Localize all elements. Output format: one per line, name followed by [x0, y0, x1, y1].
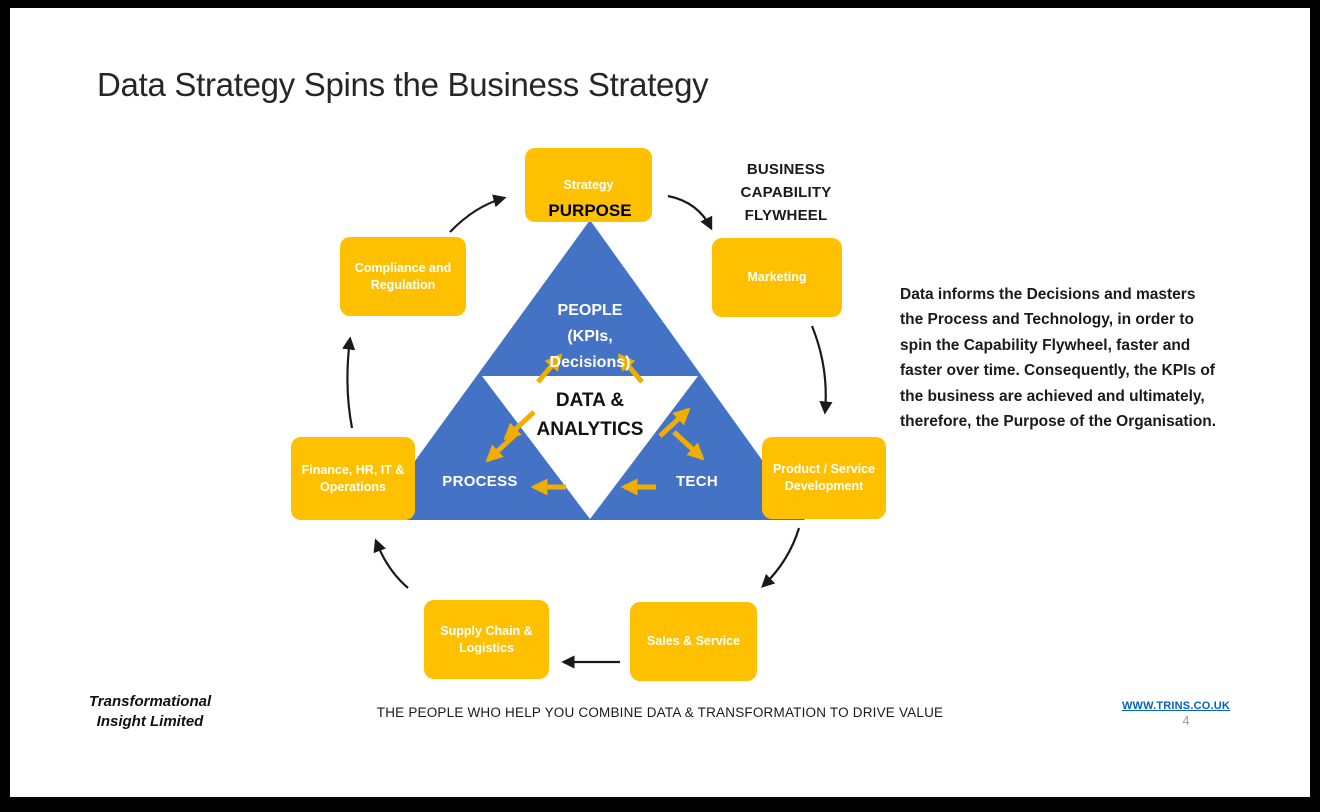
flywheel-box-label: Finance, HR, IT & Operations: [301, 462, 405, 494]
flywheel-box-sales-service: Sales & Service: [630, 602, 757, 681]
cycle-arrow-compliance-to-strategy-icon: [449, 194, 507, 233]
footer-tagline: THE PEOPLE WHO HELP YOU COMBINE DATA & T…: [376, 705, 944, 720]
flywheel-box-label: Compliance and Regulation: [354, 260, 452, 292]
flywheel-box-label: Sales & Service: [646, 634, 741, 649]
triangle-process-label: PROCESS: [442, 473, 518, 490]
triangle-people-label: PEOPLE (KPIs, Decisions): [549, 302, 631, 371]
flywheel-box-supply-chain-logistics: Supply Chain & Logistics: [424, 600, 549, 679]
flywheel-box-label: Supply Chain & Logistics: [440, 623, 533, 655]
flywheel-box-label: Product / Service Development: [772, 462, 876, 493]
company-logo: Transformational Insight Limited: [88, 693, 212, 730]
flywheel-box-marketing: Marketing: [712, 238, 842, 317]
flywheel-box-strategy: Strategy: [525, 148, 652, 222]
cycle-arrow-finance-to-compliance-icon: [342, 336, 356, 429]
business-capability-flywheel-heading: BUSINESS CAPABILITY FLYWHEEL: [740, 161, 832, 224]
page-title: Data Strategy Spins the Business Strateg…: [97, 66, 709, 103]
flywheel-box-finance-hr-it-operations: Finance, HR, IT & Operations: [291, 437, 415, 520]
page-number: 4: [1182, 714, 1190, 728]
description-paragraph: Data informs the Decisions and masters t…: [900, 285, 1217, 431]
footer-link-wrap: WWW.TRINS.CO.UK: [1106, 696, 1246, 714]
flywheel-box-compliance-regulation: Compliance and Regulation: [340, 237, 466, 316]
cycle-arrow-supply-to-finance-icon: [373, 538, 409, 589]
triangle-purpose-label: PURPOSE: [548, 201, 632, 220]
triangle-data-analytics-label: DATA & ANALYTICS: [536, 390, 644, 440]
cycle-arrow-marketing-to-product-icon: [810, 325, 833, 415]
triangle-tech-label: TECH: [675, 473, 719, 490]
cycle-arrow-product-to-sales-icon: [761, 527, 801, 588]
flywheel-box-product-service-development: Product / Service Development: [762, 437, 886, 519]
website-link[interactable]: WWW.TRINS.CO.UK: [1121, 700, 1231, 712]
slide: Data Strategy Spins the Business Strateg…: [10, 8, 1310, 797]
flywheel-box-label: Strategy: [563, 177, 614, 192]
flywheel-box-label: Marketing: [747, 270, 807, 285]
